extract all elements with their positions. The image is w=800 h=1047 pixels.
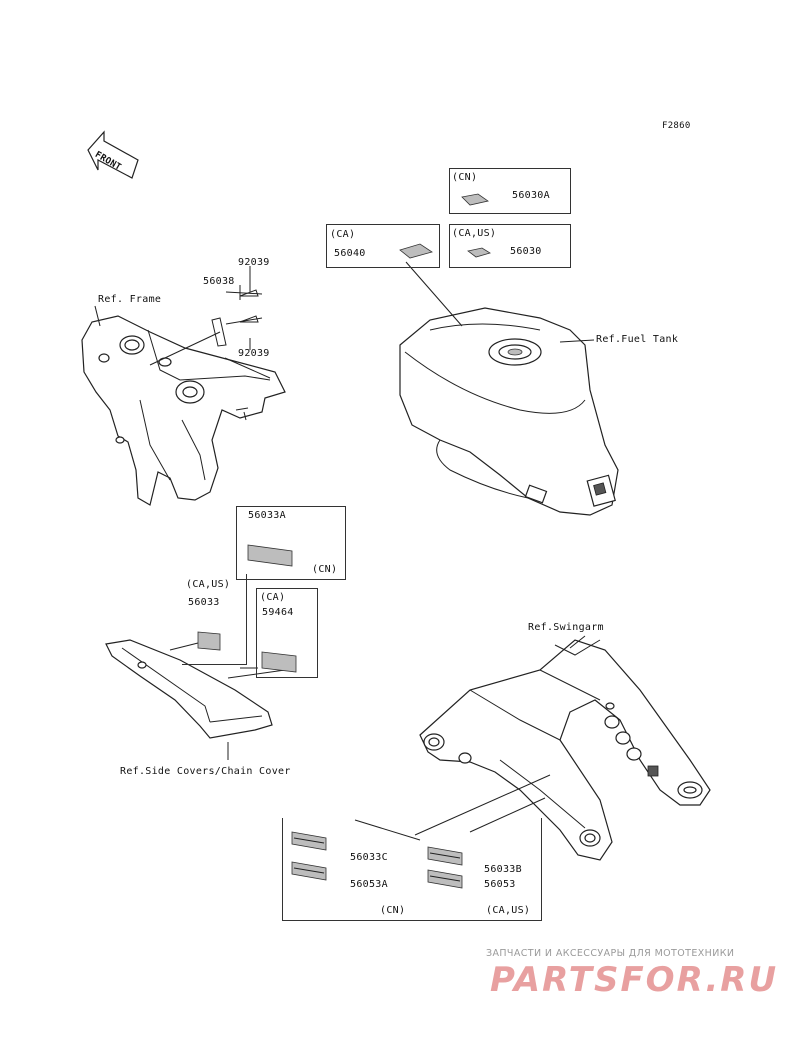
fuel-tank-cn-part: 56030A [512, 190, 550, 201]
figure-code: F2860 [662, 121, 691, 131]
side-cover-59464: 59464 [262, 607, 294, 618]
side-cover-drawing [105, 639, 273, 760]
frame-ref-label: Ref. Frame [98, 294, 162, 305]
watermark-subtitle: ЗАПЧАСТИ И АКСЕССУАРЫ ДЛЯ МОТОТЕХНИКИ [486, 948, 735, 959]
box-side-cover-caus [182, 574, 247, 665]
fuel-tank-caus-region: (CA,US) [452, 228, 497, 239]
swingarm-part-56053: 56053 [484, 879, 516, 890]
side-cover-56033a: 56033A [248, 510, 286, 521]
box-fuel-tank-cn [449, 168, 571, 214]
decal-56040-icon [399, 243, 433, 259]
swingarm-region-cn: (CN) [380, 905, 406, 916]
side-cover-caus-region: (CA,US) [186, 579, 231, 590]
box-swingarm-group [282, 818, 542, 921]
decal-59464-icon [261, 651, 297, 673]
decal-56033c-icon [291, 831, 327, 851]
swingarm-region-caus: (CA,US) [486, 905, 531, 916]
decal-56033a-icon [247, 544, 293, 567]
fuel-tank-cn-region: (CN) [452, 172, 478, 183]
frame-part-92039-bottom: 92039 [238, 348, 270, 359]
side-cover-cn-region: (CN) [312, 564, 338, 575]
swingarm-ref-label: Ref.Swingarm [528, 622, 604, 633]
decal-56053a-icon [291, 861, 327, 881]
fuel-tank-ref-label: Ref.Fuel Tank [596, 334, 679, 345]
box-side-cover-ca [256, 588, 318, 678]
fuel-tank-ca-part: 56040 [334, 248, 366, 259]
swingarm-part-56053a: 56053A [350, 879, 388, 890]
swingarm-drawing [419, 639, 711, 861]
swingarm-part-56033b: 56033B [484, 864, 522, 875]
box-fuel-tank-caus [449, 224, 571, 268]
decal-56033-icon [197, 631, 221, 651]
swingarm-part-56033c: 56033C [350, 852, 388, 863]
side-cover-ca-region: (CA) [260, 592, 286, 603]
box-side-cover-cn [236, 506, 346, 580]
box-fuel-tank-ca [326, 224, 440, 268]
side-cover-56033: 56033 [188, 597, 220, 608]
decal-56030-icon [467, 247, 491, 258]
front-arrow-icon [87, 130, 139, 179]
fuel-tank-caus-part: 56030 [510, 246, 542, 257]
decal-56030a-icon [461, 193, 489, 206]
frame-drawing [81, 266, 286, 506]
fuel-tank-ca-region: (CA) [330, 229, 356, 240]
decal-56053-icon [427, 869, 463, 889]
watermark-logo[interactable]: PARTSFOR.RU [490, 960, 779, 1000]
frame-part-92039-top: 92039 [238, 257, 270, 268]
frame-part-56038: 56038 [203, 276, 235, 287]
fuel-tank-drawing [399, 307, 619, 516]
leader-lines [94, 261, 595, 841]
side-cover-ref-label: Ref.Side Covers/Chain Cover [120, 766, 291, 777]
decal-icons [197, 193, 491, 889]
decal-56033b-icon [427, 846, 463, 866]
